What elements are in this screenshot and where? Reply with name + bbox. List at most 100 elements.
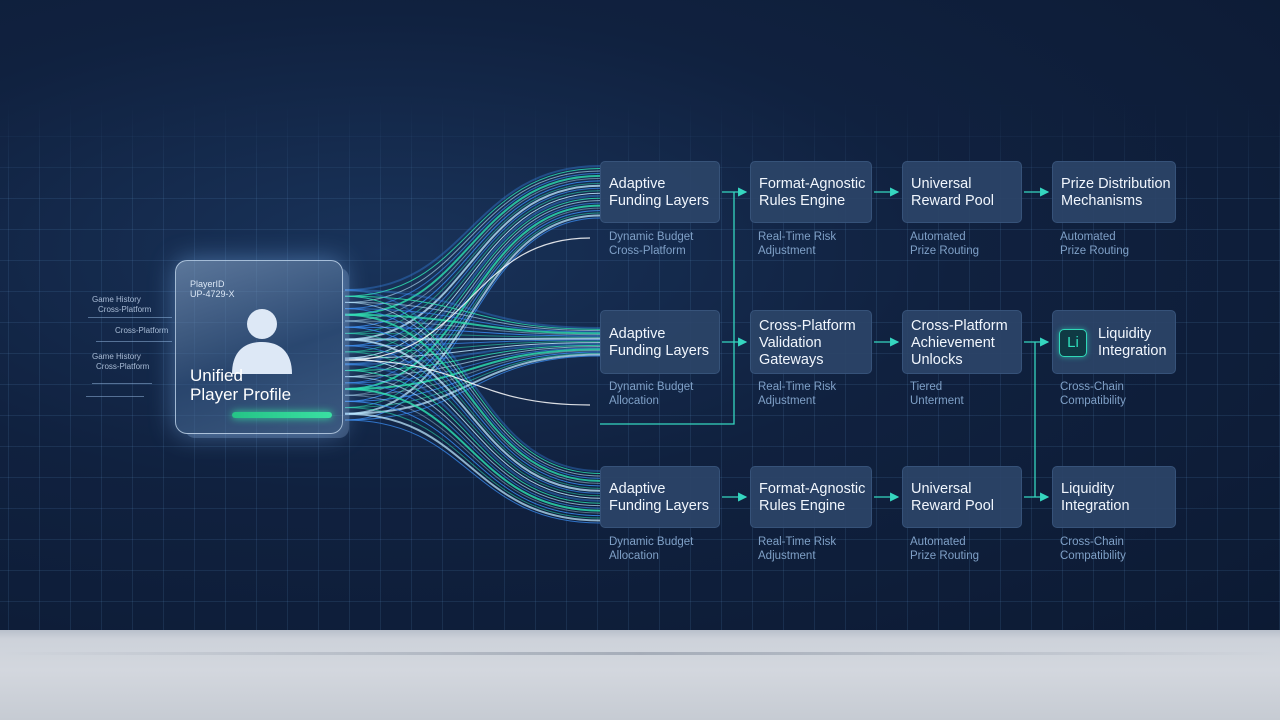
floor: [0, 630, 1280, 720]
side-tick: [92, 383, 152, 384]
data-stream-line: [344, 207, 601, 396]
node-title: Prize Distribution Mechanisms: [1061, 176, 1171, 209]
connector-arrow: [600, 342, 735, 425]
data-stream-line: [344, 200, 601, 378]
node-subtitle: Automated Prize Routing: [910, 536, 980, 562]
data-stream-line: [344, 419, 601, 524]
node-adaptive-funding-layers[interactable]: Adaptive Funding Layers: [600, 466, 720, 528]
node-title: Cross-Platform Achievement Unlocks: [911, 318, 1008, 368]
data-stream-line: [344, 376, 601, 507]
data-stream-line: [344, 202, 601, 384]
data-stream-line: [344, 210, 601, 402]
data-stream-line: [344, 313, 601, 335]
data-stream-line: [344, 301, 601, 477]
data-stream-highlight: [344, 359, 591, 406]
data-stream-line: [344, 369, 601, 504]
data-stream-line: [344, 382, 601, 509]
data-stream-line: [344, 289, 601, 472]
data-stream-line: [344, 342, 601, 359]
node-subtitle: Dynamic Budget Allocation: [609, 381, 694, 407]
data-stream-line: [344, 332, 601, 338]
node-title: Adaptive Funding Layers: [609, 176, 709, 209]
data-stream-line: [344, 344, 601, 371]
data-stream-line: [344, 184, 601, 341]
node-format-agnostic-rules-engine[interactable]: Format-Agnostic Rules Engine: [750, 466, 872, 528]
player-id-label: PlayerID: [190, 279, 225, 289]
node-cross-platform-validation-gateways[interactable]: Cross-Platform Validation Gateways: [750, 310, 872, 374]
data-stream-line: [344, 180, 601, 328]
node-title: Liquidity Integration: [1098, 326, 1167, 359]
side-tick: [86, 396, 144, 397]
node-subtitle: Dynamic Budget Cross-Platform: [609, 231, 694, 257]
data-stream-line: [344, 351, 601, 497]
data-stream-highlight: [344, 237, 591, 361]
node-adaptive-funding-layers[interactable]: Adaptive Funding Layers: [600, 310, 720, 374]
node-subtitle: Automated Prize Routing: [1060, 231, 1130, 257]
data-stream-line: [344, 172, 601, 310]
data-stream-line: [344, 214, 601, 415]
data-stream-line: [344, 165, 601, 291]
data-stream-line: [344, 355, 601, 421]
node-subtitle: Cross-Chain Compatibility: [1060, 381, 1126, 407]
data-streams: [344, 165, 1050, 524]
data-stream-line: [344, 167, 601, 297]
data-stream-line: [344, 308, 601, 333]
liquidity-icon: Li: [1059, 329, 1087, 357]
data-stream-line: [344, 343, 601, 366]
node-subtitle: Tiered Unterment: [910, 381, 964, 407]
data-stream-line: [344, 351, 601, 402]
node-title: Adaptive Funding Layers: [609, 481, 709, 514]
side-label: Cross-Platform: [96, 362, 150, 371]
data-stream-line: [344, 340, 601, 353]
data-stream-line: [344, 295, 601, 330]
profile-title: Unified Player Profile: [190, 366, 292, 404]
floor-reflection-line: [0, 652, 1280, 655]
data-stream-line: [344, 407, 601, 519]
node-liquidity-integration[interactable]: Liquidity Integration: [1052, 466, 1176, 528]
profile-status-bar: [232, 412, 332, 418]
player-id: PlayerID UP-4729-X: [190, 279, 235, 299]
node-subtitle: Real-Time Risk Adjustment: [758, 231, 837, 257]
node-title: Universal Reward Pool: [911, 481, 995, 514]
side-tick: [88, 317, 172, 318]
data-stream-line: [344, 170, 601, 303]
data-stream-line: [344, 346, 601, 378]
player-avatar-icon: [232, 309, 292, 374]
data-stream-line: [344, 174, 601, 316]
node-title: Liquidity Integration: [1061, 481, 1130, 514]
node-title: Cross-Platform Validation Gateways: [759, 318, 856, 368]
node-universal-reward-pool[interactable]: Universal Reward Pool: [902, 466, 1022, 528]
side-label: Game History: [92, 352, 141, 361]
data-stream-line: [344, 217, 601, 421]
node-subtitle: Real-Time Risk Adjustment: [758, 381, 837, 407]
node-title: Universal Reward Pool: [911, 176, 995, 209]
node-cross-platform-achievement-unlocks[interactable]: Cross-Platform Achievement Unlocks: [902, 310, 1022, 374]
data-stream-line: [344, 194, 601, 366]
data-stream-line: [344, 352, 601, 409]
data-stream-line: [344, 345, 601, 494]
node-format-agnostic-rules-engine[interactable]: Format-Agnostic Rules Engine: [750, 161, 872, 223]
player-id-value: UP-4729-X: [190, 289, 235, 299]
data-stream-line: [344, 326, 601, 337]
node-liquidity-integration[interactable]: Liquidity Integration: [1052, 310, 1176, 374]
data-stream-line: [344, 177, 601, 322]
data-stream-line: [344, 332, 601, 489]
node-adaptive-funding-layers[interactable]: Adaptive Funding Layers: [600, 161, 720, 223]
node-universal-reward-pool[interactable]: Universal Reward Pool: [902, 161, 1022, 223]
node-title: Adaptive Funding Layers: [609, 326, 709, 359]
side-label: Game History: [92, 295, 141, 304]
data-stream-line: [344, 326, 601, 487]
node-subtitle: Automated Prize Routing: [910, 231, 980, 257]
data-stream-line: [344, 320, 601, 484]
data-stream-line: [344, 313, 601, 482]
data-stream-line: [344, 338, 601, 492]
side-label: Cross-Platform: [115, 326, 169, 335]
data-stream-line: [344, 182, 601, 334]
node-prize-distribution-mechanisms[interactable]: Prize Distribution Mechanisms: [1052, 161, 1176, 223]
data-stream-line: [344, 348, 601, 391]
data-stream-line: [344, 289, 601, 329]
data-stream-line: [344, 187, 601, 347]
data-stream-line: [344, 350, 601, 396]
node-title: Format-Agnostic Rules Engine: [759, 481, 866, 514]
data-stream-line: [344, 337, 601, 341]
